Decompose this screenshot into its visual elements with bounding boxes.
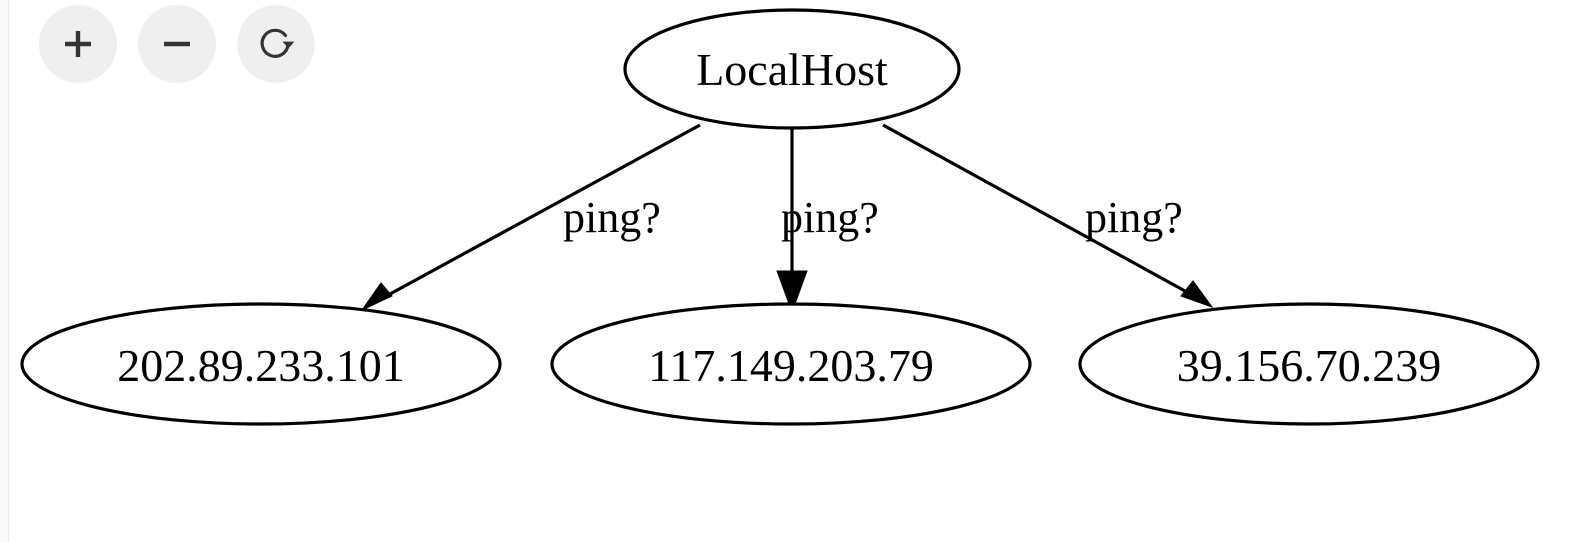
arrow-head-icon [360, 282, 393, 312]
node-ip-39-156-70-239[interactable]: 39.156.70.239 [1078, 302, 1540, 426]
reset-rotate-icon [260, 28, 295, 58]
edge-line [367, 123, 701, 308]
edge-line [882, 123, 1206, 304]
graph-controls [39, 5, 315, 83]
node-ip-202-89-233-101[interactable]: 202.89.233.101 [20, 302, 502, 426]
node-ellipse [1078, 302, 1540, 426]
node-localhost[interactable]: LocalHost [623, 8, 961, 130]
zoom-in-button[interactable] [39, 5, 117, 83]
node-label-ip2: 117.149.203.79 [648, 340, 934, 391]
left-edge-rail [0, 0, 9, 542]
minus-icon [164, 41, 190, 47]
node-label-ip1: 202.89.233.101 [117, 340, 405, 391]
arrow-head-icon [776, 270, 808, 314]
reset-view-button[interactable] [237, 5, 315, 83]
edge-localhost-to-ip3[interactable]: ping? [882, 123, 1214, 309]
edge-localhost-to-ip2[interactable]: ping? [776, 128, 879, 314]
edge-label-ping-3: ping? [1085, 193, 1183, 242]
plus-icon [65, 31, 91, 57]
arrow-head-icon [1180, 280, 1214, 309]
edge-localhost-to-ip1[interactable]: ping? [360, 123, 701, 312]
node-label-localhost: LocalHost [696, 44, 888, 95]
zoom-out-button[interactable] [138, 5, 216, 83]
node-ellipse [550, 302, 1032, 426]
node-ellipse [623, 8, 961, 130]
edge-label-ping-1: ping? [563, 193, 661, 242]
node-label-ip3: 39.156.70.239 [1177, 340, 1442, 391]
edge-label-ping-2: ping? [781, 193, 879, 242]
node-ellipse [20, 302, 502, 426]
node-ip-117-149-203-79[interactable]: 117.149.203.79 [550, 302, 1032, 426]
